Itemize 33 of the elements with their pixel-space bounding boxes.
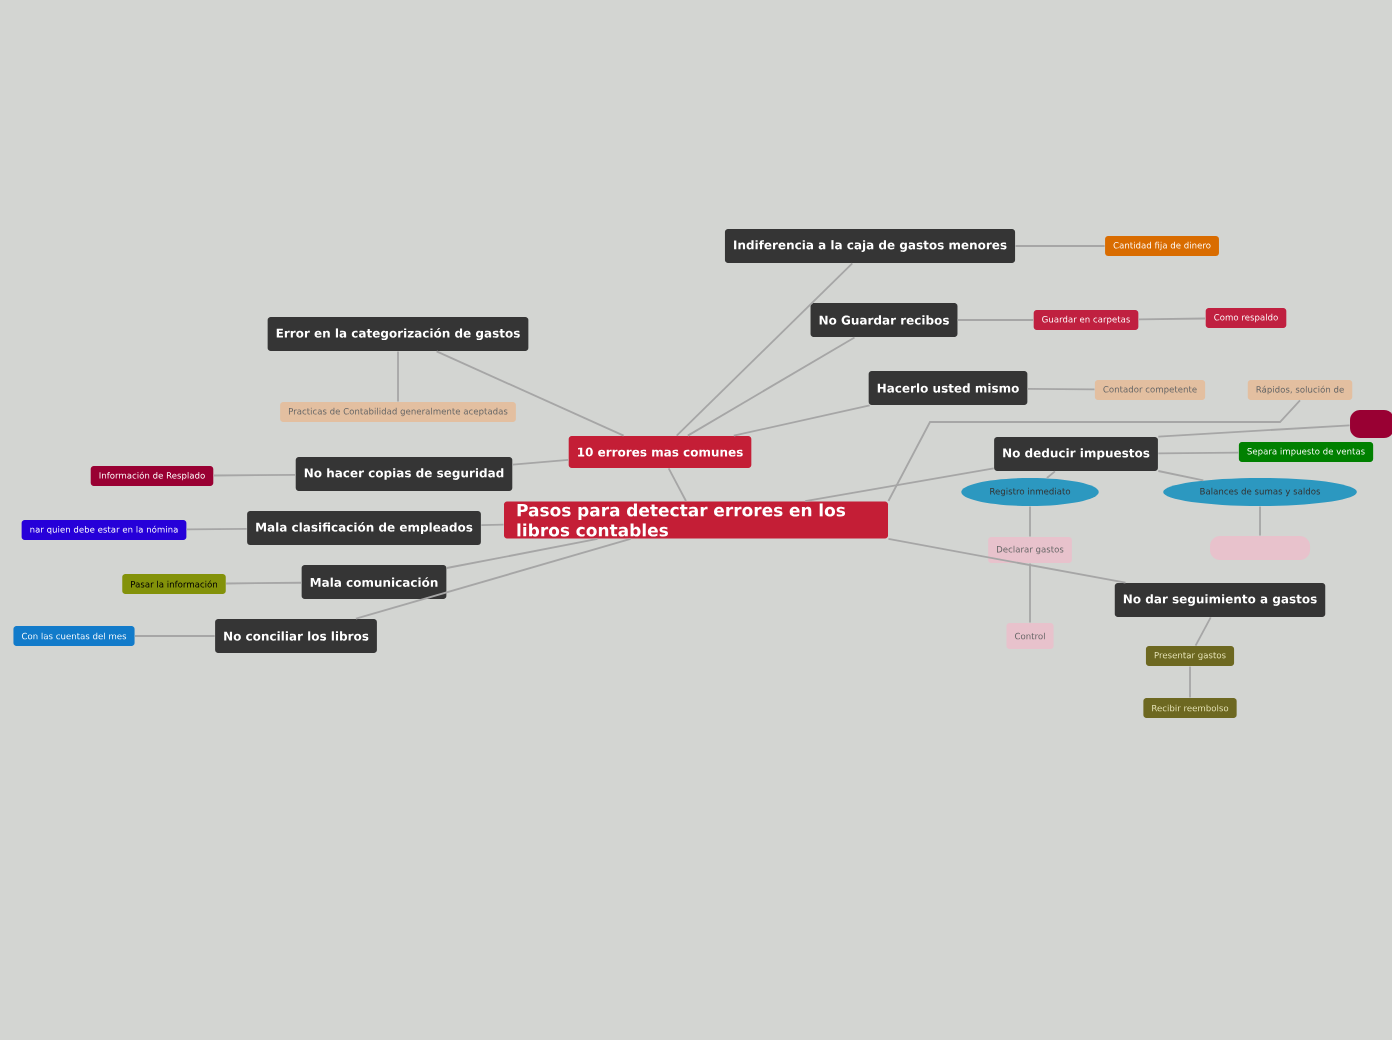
connector-line	[185, 528, 248, 531]
connector-line	[887, 399, 1301, 502]
connector-line	[1029, 505, 1031, 538]
topic-shape	[1210, 536, 1310, 560]
connector-line	[212, 473, 297, 477]
root-topic-box: Pasos para detectar errores en los libros contables	[504, 501, 888, 539]
connector-line	[667, 467, 687, 502]
connector-line	[1157, 424, 1351, 438]
connector-line	[732, 404, 871, 437]
connector-line	[887, 538, 1127, 584]
connector-line	[1026, 387, 1096, 391]
connector-line	[1259, 505, 1261, 537]
connector-line	[804, 467, 995, 502]
connector-line	[355, 538, 632, 620]
connector-line	[480, 523, 505, 527]
connector-line	[686, 336, 856, 437]
connector-line	[1046, 470, 1056, 479]
connector-line	[435, 350, 625, 437]
connector-line	[1157, 470, 1205, 482]
connector-line	[1137, 317, 1207, 321]
connector-line	[397, 350, 399, 403]
connector-line	[445, 538, 599, 569]
connector-line	[511, 459, 570, 466]
topic-shape	[1350, 410, 1392, 438]
connector-line	[1189, 665, 1191, 699]
connector-line	[1029, 562, 1031, 624]
connector-line	[1014, 245, 1106, 247]
connector-line	[1157, 451, 1240, 455]
connector-line	[1194, 616, 1212, 647]
connector-line	[225, 581, 303, 585]
connector-line	[675, 262, 854, 437]
connector-line	[956, 319, 1035, 321]
connector-line	[134, 635, 216, 637]
